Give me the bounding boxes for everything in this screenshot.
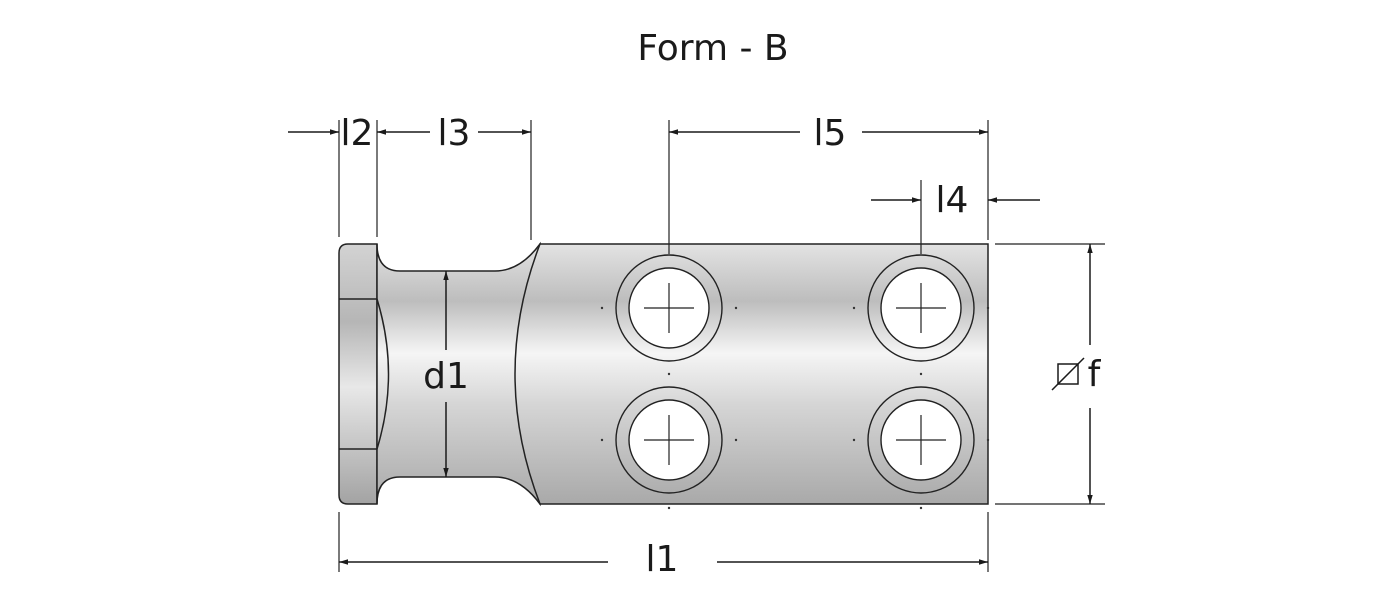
collar-arc xyxy=(376,298,390,450)
label-f: f xyxy=(1088,354,1102,395)
label-l3: l3 xyxy=(438,113,471,154)
center-marks xyxy=(644,283,946,465)
label-l4: l4 xyxy=(936,180,969,221)
label-l2: l2 xyxy=(341,113,374,154)
square-symbol-icon xyxy=(1051,357,1085,391)
label-l5: l5 xyxy=(814,113,847,154)
label-d1: d1 xyxy=(423,356,469,397)
label-l1: l1 xyxy=(646,539,679,580)
center-dots xyxy=(600,306,990,510)
collar xyxy=(338,243,378,505)
dimension-lines xyxy=(288,129,1093,565)
drawing-title: Form - B xyxy=(637,28,788,69)
